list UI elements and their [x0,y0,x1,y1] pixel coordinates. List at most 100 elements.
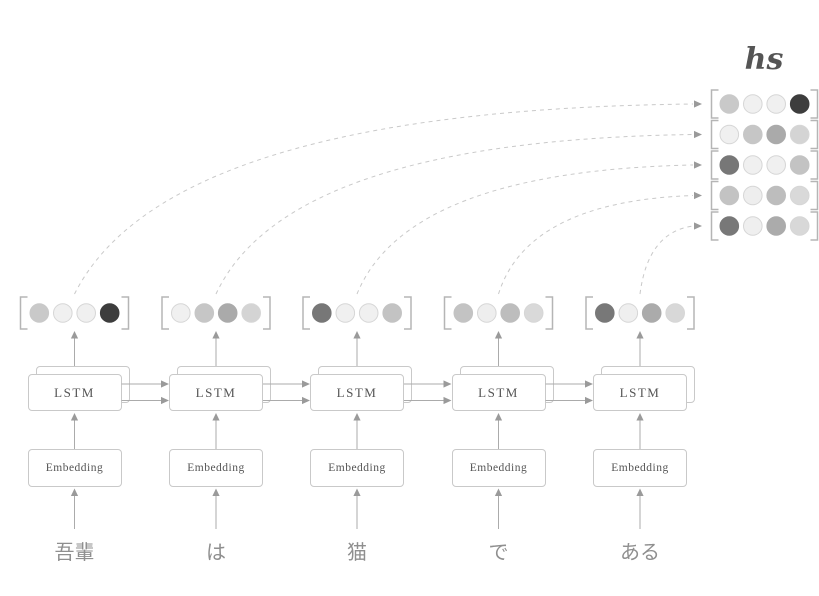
hs-row-1-left-bracket-icon [710,119,719,150]
hidden-vector-0-right-bracket-icon [121,296,130,330]
hs-row-3-left-bracket-icon [710,180,719,211]
arrow-lstm-hstate-0-arrowhead-icon [161,380,169,388]
hs-matrix-cell [766,155,787,175]
hs-matrix-cell [743,155,763,175]
arrow-token-to-embedding-4-arrowhead-icon [636,488,644,496]
embedding-label: Embedding [187,462,245,474]
hidden-vector-cell [358,303,379,323]
input-token-2: 猫 [347,542,367,564]
arrow-embedding-to-lstm-4-arrowhead-icon [636,413,644,421]
hidden-vector-3-right-bracket-icon [545,296,554,330]
hs-matrix-cell [766,216,787,236]
hidden-vector-2-left-bracket-icon [302,296,310,330]
hidden-vector-1-right-bracket-icon [263,296,271,330]
hs-collect-curve-2 [356,164,694,295]
arrow-embedding-to-lstm-2-arrowhead-icon [353,413,361,421]
hs-collect-arrowhead-icon-4 [694,222,702,230]
input-token-1: は [206,542,226,564]
arrow-token-to-embedding-2-arrowhead-icon [353,488,361,496]
hidden-vector-cell [76,303,96,323]
hs-matrix-cell [789,124,810,145]
hidden-vector-4-right-bracket-icon [687,296,695,330]
arrow-lstm-to-vector-2-arrowhead-icon [353,331,361,339]
hidden-vector-cell [99,303,120,323]
embedding-box-0: Embedding [27,449,122,487]
hs-matrix-cell [719,185,740,206]
input-token-4: ある [620,542,660,564]
hidden-vector-2-right-bracket-icon [404,296,412,330]
hs-collect-curve-0 [74,103,694,295]
hs-matrix-cell [719,94,740,114]
lstm-box-0: LSTM [27,374,122,411]
hidden-vector-3-left-bracket-icon [443,296,452,330]
lstm-box-2: LSTM [310,374,404,411]
hidden-vector-cell [523,303,544,323]
lstm-box-4: LSTM [593,374,687,411]
hidden-vector-cell [618,303,639,323]
arrow-token-to-embedding-0-arrowhead-icon [70,488,79,496]
arrow-lstm-hstate-1-arrowhead-icon [302,380,310,388]
arrow-lstm-hstate-3-arrowhead-icon [585,380,593,388]
embedding-box-4: Embedding [593,449,687,487]
embedding-box-3: Embedding [451,449,546,487]
hidden-vector-cell [312,303,332,323]
hs-matrix-cell [789,216,810,236]
lstm-label: LSTM [54,384,95,400]
hs-matrix-cell [719,124,740,145]
hidden-vector-cell [500,303,521,323]
embedding-label: Embedding [611,462,669,474]
lstm-box-3: LSTM [451,374,546,411]
hs-matrix-cell [766,94,787,114]
arrow-lstm-hstate-2-arrowhead-icon [443,380,452,388]
hidden-vector-cell [194,303,215,323]
hidden-vector-1-left-bracket-icon [161,296,169,330]
hs-matrix-cell [743,94,763,114]
hidden-vector-cell [171,303,191,323]
hs-matrix-cell [743,216,763,236]
hs-matrix-cell [743,124,763,145]
arrow-embedding-to-lstm-1-arrowhead-icon [212,413,220,421]
embedding-box-2: Embedding [310,449,404,487]
hidden-vector-cell [335,303,356,323]
hidden-vector-cell [53,303,73,323]
lstm-label: LSTM [336,384,378,400]
hs-matrix-cell [743,185,763,206]
hs-row-4-right-bracket-icon [810,211,819,241]
lstm-label: LSTM [195,384,237,400]
hs-collect-arrowhead-icon-0 [694,100,702,108]
embedding-label: Embedding [469,462,528,474]
hs-collect-curve-3 [498,195,694,295]
hidden-vector-cell [665,303,686,323]
hidden-vector-cell [29,303,50,323]
arrow-token-to-embedding-3-arrowhead-icon [494,488,503,496]
hs-matrix-cell [719,216,740,236]
arrow-token-to-embedding-1-arrowhead-icon [212,488,220,496]
arrow-embedding-to-lstm-0-arrowhead-icon [70,413,79,421]
hidden-vector-cell [641,303,662,323]
arrow-lstm-to-vector-3-arrowhead-icon [494,331,503,339]
arrow-embedding-to-lstm-3-arrowhead-icon [494,413,503,421]
hidden-vector-4-left-bracket-icon [585,296,593,330]
hidden-vector-cell [595,303,615,323]
hs-matrix-cell [789,185,810,206]
lstm-box-1: LSTM [169,374,263,411]
hs-row-0-right-bracket-icon [810,89,819,119]
hs-row-1-right-bracket-icon [810,119,819,150]
hidden-vector-cell [241,303,261,323]
hs-collect-arrowhead-icon-1 [694,130,702,139]
hs-matrix-cell [719,155,740,175]
hs-collect-curve-4 [639,225,694,295]
hs-collect-curve-1 [215,134,694,295]
hs-row-2-right-bracket-icon [810,150,819,180]
hs-row-4-left-bracket-icon [710,211,719,241]
hs-collect-arrowhead-icon-3 [694,191,702,200]
arrow-lstm-to-vector-1-arrowhead-icon [212,331,220,339]
hs-matrix-cell [789,155,810,175]
arrow-lstm-cstate-0-arrowhead-icon [161,396,169,405]
arrow-lstm-to-vector-4-arrowhead-icon [636,331,644,339]
embedding-label: Embedding [45,462,104,474]
hs-matrix-cell [766,185,787,206]
arrow-lstm-cstate-2-arrowhead-icon [443,396,452,405]
